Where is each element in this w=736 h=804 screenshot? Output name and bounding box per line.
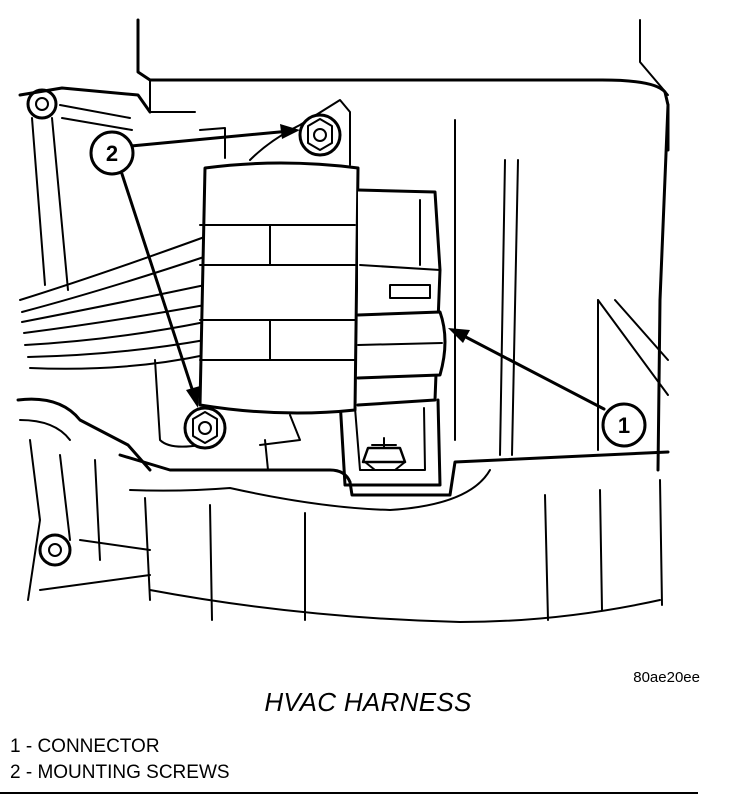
harness-connector xyxy=(154,99,447,471)
callout-1: 1 xyxy=(601,402,647,448)
legend: 1 - CONNECTOR 2 - MOUNTING SCREWS xyxy=(10,734,230,786)
legend-item-mounting-screws: 2 - MOUNTING SCREWS xyxy=(10,762,230,783)
callout-1-number: 1 xyxy=(618,413,630,438)
callout-2: 2 xyxy=(89,130,135,176)
left-bracket xyxy=(16,86,152,601)
leader-lines xyxy=(120,129,606,411)
arrowheads xyxy=(186,124,470,408)
bottom-rule xyxy=(0,792,698,794)
figure-code: 80ae20ee xyxy=(633,669,700,686)
mounting-screw-top xyxy=(298,113,342,157)
callout-2-number: 2 xyxy=(106,141,118,166)
figure-title: HVAC HARNESS xyxy=(264,687,472,717)
wire-harness xyxy=(19,234,211,370)
hvac-harness-illustration: 2 1 xyxy=(16,18,670,623)
housing-bolt xyxy=(361,437,407,471)
legend-item-connector: 1 - CONNECTOR xyxy=(10,736,160,757)
mounting-screw-bottom xyxy=(183,406,227,450)
